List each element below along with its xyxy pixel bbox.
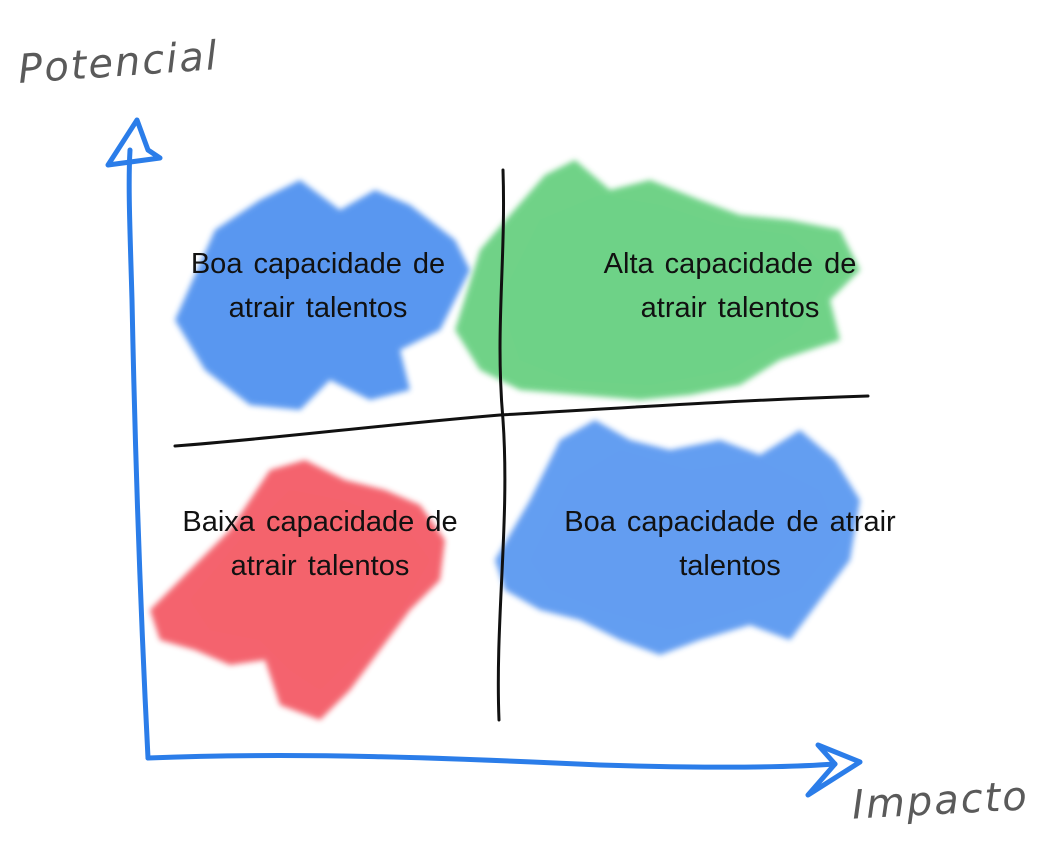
y-axis — [126, 147, 151, 761]
blob-bottom-left — [150, 460, 445, 720]
blob-top-right — [455, 160, 860, 400]
quadrant-bottom-left-label: Baixa capacidade de atrair talentos — [182, 506, 458, 582]
x-axis-arrow — [805, 742, 863, 798]
quadrant-top-right-label: Alta capacidade de atrair talentos — [603, 248, 857, 324]
x-axis — [145, 753, 838, 770]
x-axis-title: Impacto — [850, 773, 1030, 829]
y-axis-arrow — [105, 117, 163, 168]
vertical-divider — [496, 168, 507, 722]
quadrant-bottom-right-label: Boa capacidade de atrair talentos — [564, 506, 896, 582]
quadrant-top-left-label: Boa capacidade de atrair talentos — [190, 248, 446, 324]
horizontal-divider — [173, 394, 870, 448]
blob-top-left — [175, 180, 470, 410]
blob-bottom-right — [495, 420, 860, 655]
